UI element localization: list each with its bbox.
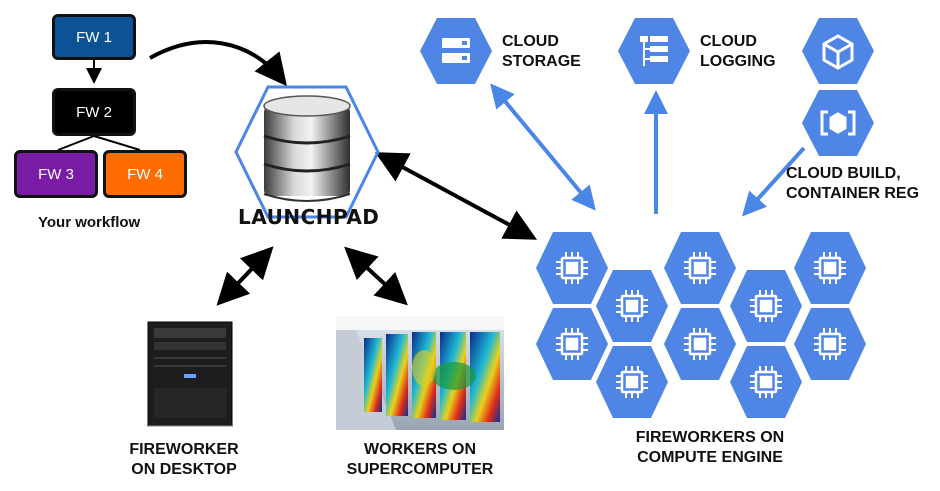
workflow-caption: Your workflow — [38, 214, 141, 231]
cloud-storage-line1: CLOUD — [502, 33, 559, 50]
fw1-node: FW 1 — [52, 14, 136, 60]
fw2-label: FW 2 — [76, 103, 112, 121]
storage-compute-arrow — [490, 83, 596, 211]
compute-engine-cluster — [534, 230, 868, 420]
fw2-node: FW 2 — [52, 88, 136, 136]
launchpad-hexagon — [234, 85, 380, 219]
cpu-chip-icon — [534, 306, 610, 382]
desktop-caption-line2: ON DESKTOP — [131, 461, 237, 478]
container-registry-hex — [802, 18, 874, 84]
desktop-caption: FIREWORKER ON DESKTOP — [114, 440, 254, 480]
cpu-chip-icon — [594, 344, 670, 420]
supercomputer-caption: WORKERS ON SUPERCOMPUTER — [336, 440, 504, 480]
supercomputer-caption-line1: WORKERS ON — [364, 441, 476, 458]
cpu-chip-icon — [534, 230, 610, 306]
fw3-node: FW 3 — [14, 150, 98, 198]
launchpad-group — [234, 85, 380, 219]
cloud-logging-line2: LOGGING — [700, 53, 776, 70]
cloud-build-line1: CLOUD BUILD, — [786, 165, 901, 182]
cloud-storage-line2: STORAGE — [502, 53, 581, 70]
cloud-storage-hex — [420, 18, 492, 84]
launchpad-label: LAUNCHPAD — [238, 205, 380, 229]
supercomputer-caption-line2: SUPERCOMPUTER — [346, 461, 494, 478]
cpu-chip-icon — [662, 230, 738, 306]
fw2-fw3-edge — [57, 135, 95, 151]
cloud-build-line2: CONTAINER REG — [786, 185, 920, 202]
cloud-storage-caption: CLOUD STORAGE — [502, 32, 581, 72]
desktop-caption-line1: FIREWORKER — [129, 441, 239, 458]
desktop-tower-icon — [147, 321, 233, 427]
compute-engine-line1: FIREWORKERS ON — [635, 429, 785, 446]
fw2-fw4-edge — [93, 135, 141, 151]
fw3-label: FW 3 — [38, 165, 74, 183]
build-icon — [820, 110, 856, 136]
storage-icon — [442, 38, 470, 63]
fw4-label: FW 4 — [127, 165, 163, 183]
workflow-to-launchpad-arrow — [149, 40, 288, 87]
cpu-chip-icon — [728, 268, 804, 344]
cloud-logging-line1: CLOUD — [700, 33, 757, 50]
cloud-build-caption: CLOUD BUILD, CONTAINER REG — [786, 164, 919, 204]
compute-engine-line2: COMPUTE ENGINE — [637, 449, 783, 466]
cloud-build-hex — [802, 90, 874, 156]
cloud-logging-caption: CLOUD LOGGING — [700, 32, 776, 72]
cpu-chip-icon — [594, 268, 670, 344]
fw4-node: FW 4 — [103, 150, 187, 198]
logging-icon — [640, 36, 668, 66]
launchpad-compute-arrow — [374, 152, 538, 240]
supercomputer-photo — [336, 316, 504, 430]
cube-icon — [822, 34, 854, 70]
cpu-chip-icon — [792, 230, 868, 306]
cpu-chip-icon — [662, 306, 738, 382]
cloud-logging-hex — [618, 18, 690, 84]
launchpad-supercomputer-arrow — [344, 246, 408, 306]
cpu-chip-icon — [728, 344, 804, 420]
launchpad-desktop-arrow — [216, 246, 274, 306]
database-icon — [263, 95, 351, 202]
build-compute-arrow — [741, 146, 806, 217]
cpu-chip-icon — [792, 306, 868, 382]
compute-engine-caption: FIREWORKERS ON COMPUTE ENGINE — [600, 428, 820, 468]
fw1-label: FW 1 — [76, 28, 112, 46]
